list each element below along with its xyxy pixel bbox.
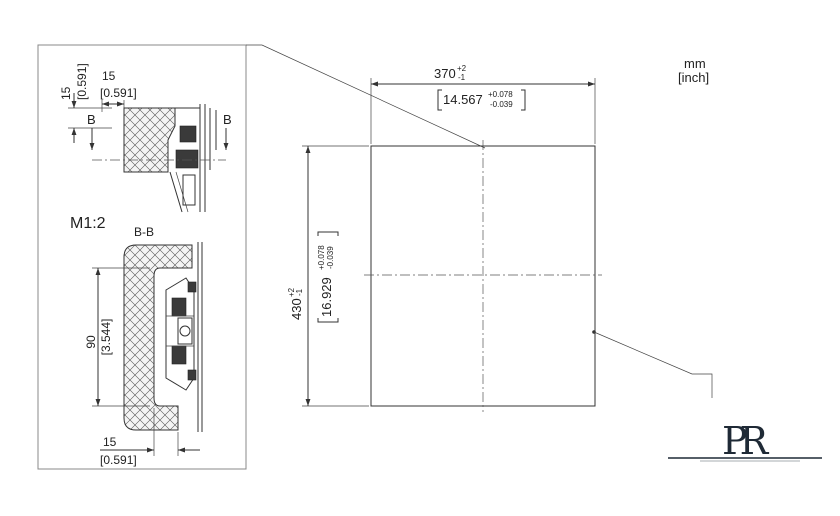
width-tol-lower: -1 xyxy=(458,73,466,82)
top-mechanism xyxy=(169,104,206,213)
width-dimension: 370 +2 -1 14.567 +0.078 -0.039 xyxy=(370,64,596,144)
edge-leader xyxy=(592,330,713,398)
section-view-label: B-B xyxy=(134,225,154,239)
units-secondary: [inch] xyxy=(678,70,709,85)
width-inch-value: 14.567 xyxy=(443,92,483,107)
pr-logo: PR xyxy=(668,419,822,463)
width-inch-tol-lower: -0.039 xyxy=(490,100,513,109)
section-bb: 90 [3.544] 15 [0.591] xyxy=(84,242,203,467)
dim-top-horizontal-inch: [0.591] xyxy=(100,86,137,100)
top-profile-hatch xyxy=(123,107,176,173)
section-marker-right: B xyxy=(223,112,232,127)
section-mechanism xyxy=(165,242,203,432)
width-inch-tol-upper: +0.078 xyxy=(488,90,513,99)
dim-height-value: 90 xyxy=(84,335,98,349)
main-view: 370 +2 -1 14.567 +0.078 -0.039 430 +2 -1… xyxy=(287,64,713,412)
dim-bottom-value: 15 xyxy=(103,435,117,449)
top-detail-section: 15 [0.591] 15 [0.591] xyxy=(59,63,232,213)
dim-top-vertical-value: 15 xyxy=(59,86,73,100)
height-tol-lower: -1 xyxy=(295,288,304,296)
dim-height-inch: [3.544] xyxy=(99,319,113,356)
width-value: 370 xyxy=(434,66,456,81)
units-primary: mm xyxy=(684,56,706,71)
height-inch-tol-upper: +0.078 xyxy=(317,245,326,270)
detail-panel: 15 [0.591] 15 [0.591] xyxy=(37,44,486,470)
width-tol-upper: +2 xyxy=(457,64,467,73)
detail-frame xyxy=(37,44,247,470)
dim-bottom-inch: [0.591] xyxy=(100,453,137,467)
section-profile-hatch xyxy=(123,244,193,431)
height-dimension: 430 +2 -1 16.929 +0.078 -0.039 xyxy=(287,145,369,407)
height-inch-value: 16.929 xyxy=(319,277,334,317)
height-tol-upper: +2 xyxy=(287,287,296,297)
section-marker-left: B xyxy=(87,112,96,127)
height-inch-tol-lower: -0.039 xyxy=(326,246,335,269)
logo-text: PR xyxy=(722,419,770,463)
dim-top-horizontal-value: 15 xyxy=(102,69,116,83)
dim-top-vertical-inch: [0.591] xyxy=(75,63,89,100)
detail-scale-label: M1:2 xyxy=(70,215,106,232)
height-value: 430 xyxy=(289,298,304,320)
detail-leader-line xyxy=(246,44,486,149)
